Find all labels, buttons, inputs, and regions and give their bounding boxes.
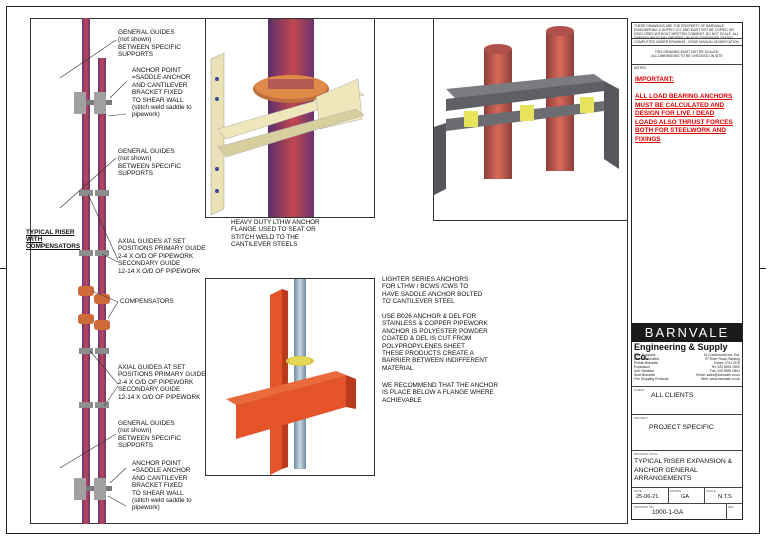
annotation-axial-guides-1: AXIAL GUIDES AT SET POSITIONS PRIMARY GU… bbox=[118, 238, 206, 275]
caption-heavy-duty: HEAVY DUTY LTHW ANCHOR FLANGE USED TO SE… bbox=[231, 219, 320, 249]
date-label: DATE bbox=[634, 489, 642, 493]
divider bbox=[632, 38, 742, 39]
project-label: PROJECT bbox=[634, 416, 649, 420]
divider bbox=[632, 487, 742, 488]
title-label: DRAWING TITLE bbox=[634, 452, 658, 456]
drawing-number-label: DRAWING No. bbox=[634, 505, 655, 509]
annotation-general-guides-2: GENERAL GUIDES (not shown) BETWEEN SPECI… bbox=[118, 148, 181, 178]
divider bbox=[632, 450, 742, 451]
client-label: CLIENT bbox=[634, 388, 645, 392]
company-name: Engineering & Supply Co. bbox=[634, 342, 728, 362]
annotation-anchor-point-2: ANCHOR POINT =SADDLE ANCHOR AND CANTILEV… bbox=[132, 460, 192, 512]
revision-label: REV bbox=[728, 505, 735, 509]
copyright-note: THESE DRAWINGS ARE THE PROPERTY OF BARNV… bbox=[634, 24, 739, 38]
riser-pipe-left bbox=[82, 18, 90, 524]
leader-lines bbox=[59, 39, 127, 507]
annotation-axial-guides-2: AXIAL GUIDES AT SET POSITIONS PRIMARY GU… bbox=[118, 364, 206, 401]
client-value: ALL CLIENTS bbox=[651, 392, 694, 399]
divider bbox=[668, 487, 669, 503]
typical-riser-label: TYPICAL RISER WITH COMPENSATORS bbox=[26, 229, 81, 251]
upper-guides bbox=[79, 190, 109, 256]
divider bbox=[632, 503, 742, 504]
project-value: PROJECT SPECIFIC bbox=[649, 424, 714, 431]
heavy-duty-anchor-image bbox=[210, 19, 365, 217]
heavy-duty-anchor-panel bbox=[205, 18, 375, 218]
stainless-anchor-panel bbox=[205, 278, 375, 476]
caption-b026: USE B026 ANCHOR & DEL FOR STAINLESS & CO… bbox=[382, 313, 488, 372]
annotation-compensators: COMPENSATORS bbox=[120, 298, 174, 305]
riser-pipe-right bbox=[98, 58, 106, 524]
divider bbox=[632, 45, 742, 46]
divider bbox=[726, 503, 727, 519]
drawn-value: GA bbox=[681, 494, 690, 500]
saddle-anchor-panel bbox=[433, 18, 628, 221]
drawing-number: 1000-1-GA bbox=[652, 509, 684, 516]
upper-anchor-bracket bbox=[74, 92, 112, 114]
important-text: ALL LOAD BEARING ANCHORS MUST BE CALCULA… bbox=[635, 93, 733, 143]
scale-label: SCALE bbox=[706, 489, 716, 493]
company-services: Pipe Supports Steel Fabrication Prefab B… bbox=[634, 353, 669, 381]
notes-label: NOTES: bbox=[634, 66, 647, 70]
company-address: 16 Creekmouth Ind. Est. 97 River Road, B… bbox=[696, 353, 740, 381]
divider bbox=[632, 386, 742, 387]
right-center-mark bbox=[760, 268, 766, 277]
verify-note: THIS DRAWING MUST NOT BE SCALED, ALL DIM… bbox=[651, 50, 723, 58]
sheet-border bbox=[6, 6, 760, 534]
lower-guides bbox=[79, 348, 109, 408]
annotation-general-guides-1: GENERAL GUIDES (not shown) BETWEEN SPECI… bbox=[118, 29, 181, 59]
title-block bbox=[631, 22, 743, 520]
saddle-anchor-image bbox=[434, 26, 619, 195]
important-heading: IMPORTANT: bbox=[635, 76, 674, 83]
drawn-label: DRAWN bbox=[670, 489, 682, 493]
completed-note: COMPLETED UNDER DRAWING - ISSUE MANUAL M… bbox=[634, 40, 739, 44]
lower-anchor-bracket bbox=[74, 478, 112, 500]
divider bbox=[632, 414, 742, 415]
annotation-general-guides-3: GENERAL GUIDES (not shown) BETWEEN SPECI… bbox=[118, 420, 181, 450]
caption-recommend: WE RECOMMEND THAT THE ANCHOR IS PLACE BE… bbox=[382, 382, 498, 404]
left-center-mark bbox=[0, 268, 6, 277]
riser-diagram bbox=[59, 18, 127, 524]
annotation-anchor-point-1: ANCHOR POINT =SADDLE ANCHOR AND CANTILEV… bbox=[132, 67, 192, 119]
caption-lighter-series: LIGHTER SERIES ANCHORS FOR LTHW / BCWS /… bbox=[382, 276, 483, 306]
stainless-anchor-image bbox=[226, 279, 356, 475]
scale-value: N.T.S bbox=[718, 494, 732, 500]
company-logo: BARNVALE bbox=[632, 323, 742, 342]
drawing-title: TYPICAL RISER EXPANSION & ANCHOR GENERAL… bbox=[634, 458, 733, 482]
divider bbox=[704, 487, 705, 503]
divider bbox=[632, 64, 742, 65]
compensators bbox=[78, 286, 110, 330]
date-value: 25-06-21 bbox=[636, 494, 659, 500]
